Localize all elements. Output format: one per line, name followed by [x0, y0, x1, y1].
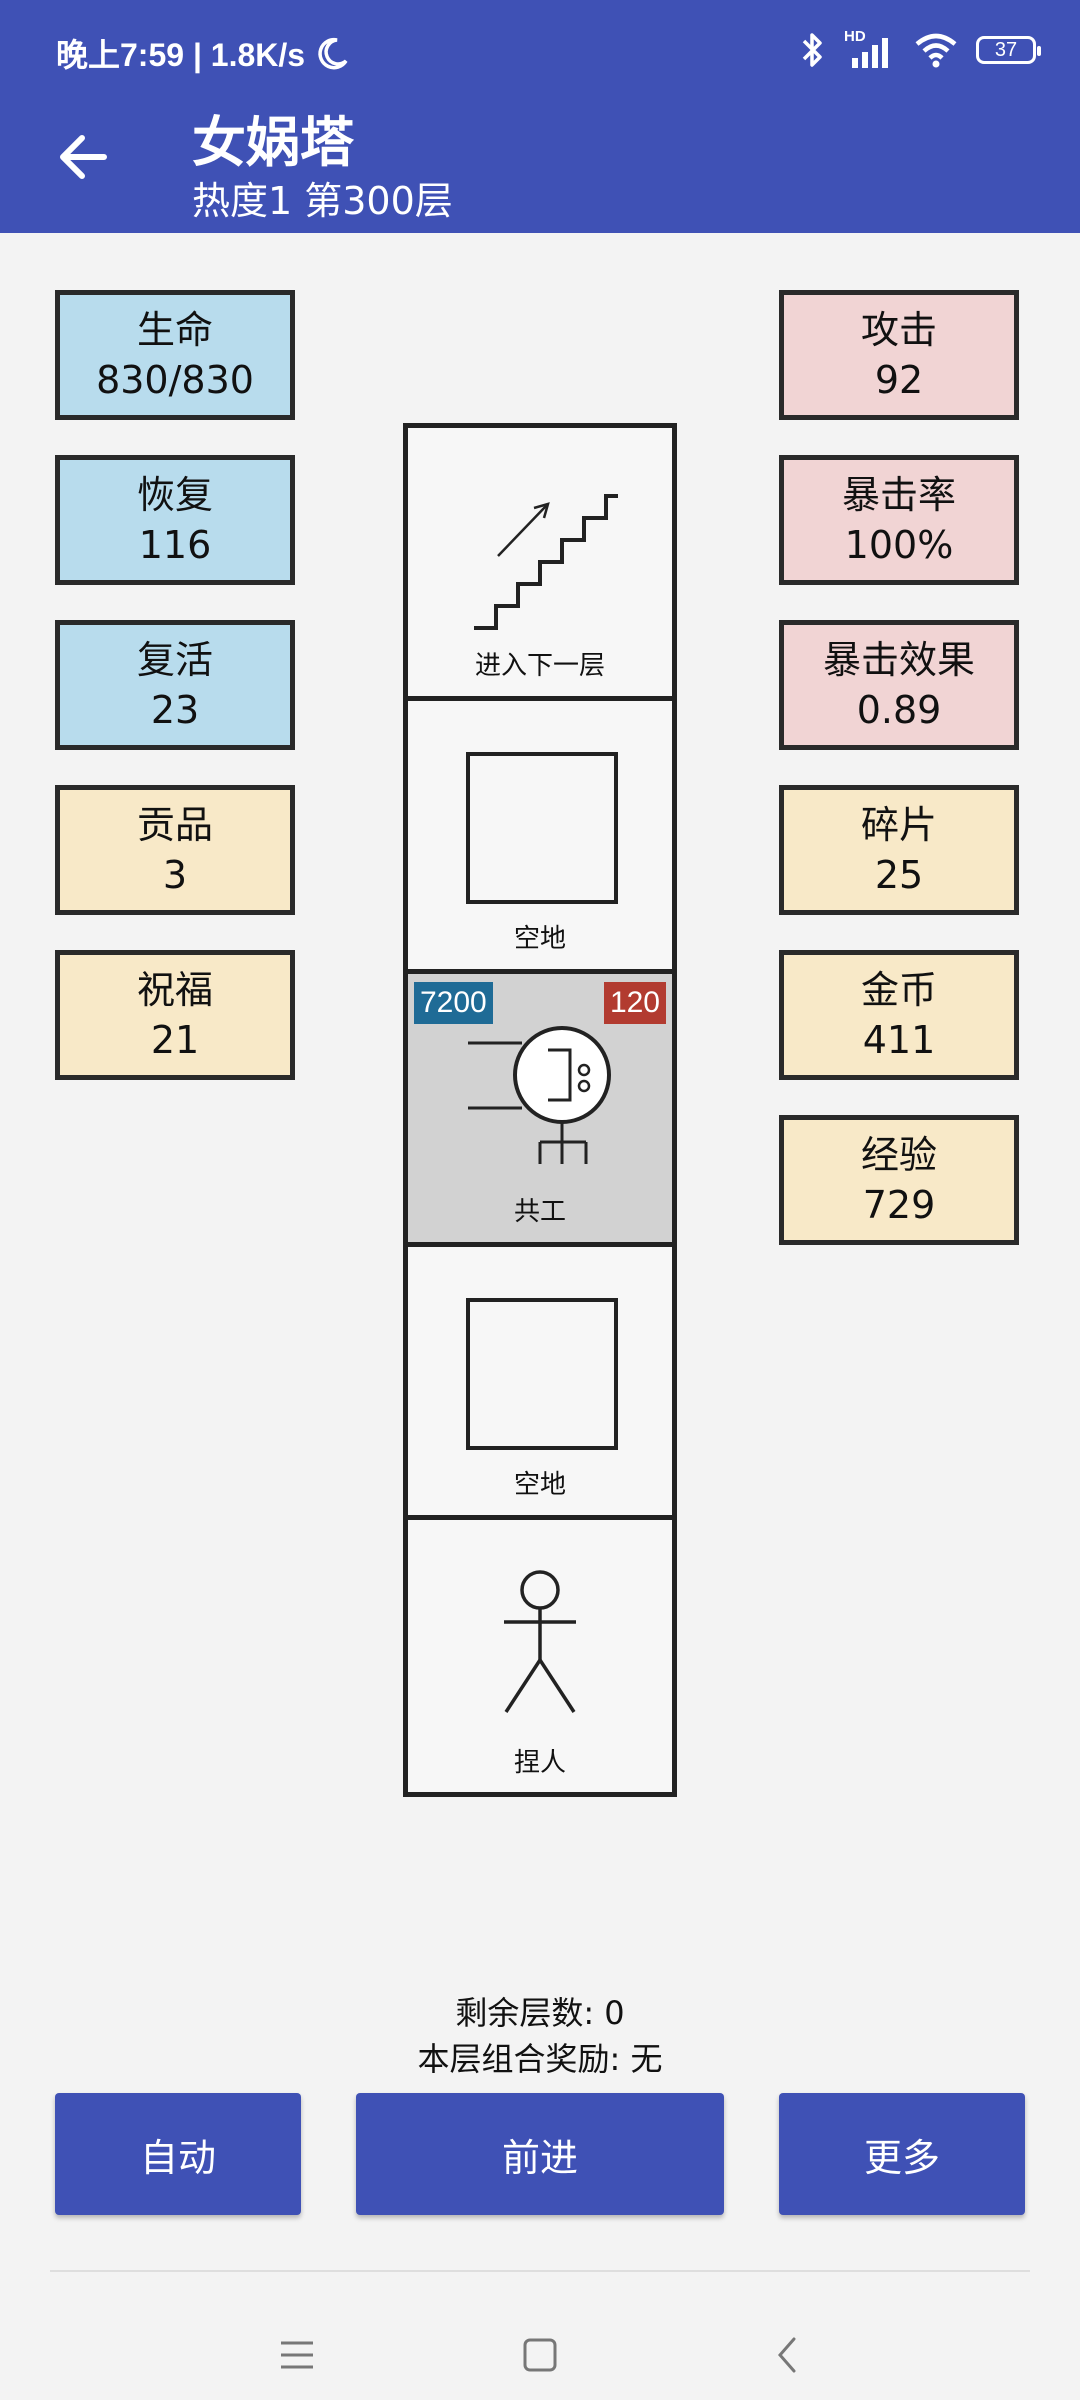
- tower-column: 进入下一层 空地 7200 120 共工 空地: [403, 423, 677, 1797]
- stat-value: 830/830: [96, 358, 254, 402]
- forward-button-label: 前进: [501, 2135, 578, 2180]
- status-time-speed: 晚上7:59 | 1.8K/s: [56, 37, 306, 73]
- page-subtitle: 热度1 第300层: [192, 179, 453, 223]
- auto-button-label: 自动: [139, 2135, 216, 2180]
- enemy-hp-badge: 7200: [414, 982, 493, 1024]
- cell-label: 进入下一层: [474, 651, 605, 681]
- stat-label: 暴击效果: [822, 638, 975, 682]
- monster-icon: [468, 1026, 611, 1164]
- nav-divider: [50, 2270, 1030, 2272]
- page-title: 女娲塔: [192, 111, 354, 174]
- cell-label: 捏人: [513, 1748, 566, 1778]
- moon-icon: [318, 37, 348, 70]
- stat-label: 攻击: [860, 308, 937, 352]
- stat-fragments: 碎片 25: [779, 785, 1019, 915]
- stairs-icon: [474, 494, 618, 630]
- tower-cell-create-person[interactable]: 捏人: [408, 1520, 672, 1793]
- more-button-label: 更多: [863, 2135, 940, 2180]
- stat-label: 金币: [860, 968, 937, 1012]
- stat-value: 411: [862, 1018, 936, 1062]
- remaining-floors: 剩余层数: 0: [455, 1994, 625, 2032]
- stat-value: 23: [150, 688, 200, 732]
- stat-label: 暴击率: [841, 473, 956, 517]
- stat-recovery: 恢复 116: [55, 455, 295, 585]
- stat-revive: 复活 23: [55, 620, 295, 750]
- cell-label: 空地: [513, 924, 566, 954]
- stat-label: 恢复: [136, 473, 213, 517]
- stat-tribute: 贡品 3: [55, 785, 295, 915]
- stat-value: 25: [874, 853, 924, 897]
- stat-label: 复活: [136, 638, 213, 682]
- back-nav-icon[interactable]: [768, 2335, 808, 2375]
- stat-value: 116: [138, 523, 212, 567]
- more-button[interactable]: 更多: [779, 2093, 1025, 2215]
- empty-square-icon: [466, 1298, 618, 1450]
- signal-icon: [852, 38, 888, 68]
- forward-button[interactable]: 前进: [356, 2093, 724, 2215]
- stat-attack: 攻击 92: [779, 290, 1019, 420]
- stat-label: 祝福: [136, 968, 213, 1012]
- empty-square-icon: [466, 752, 618, 904]
- battery-level: 37: [994, 38, 1018, 61]
- stat-value: 100%: [844, 523, 954, 567]
- stat-crit-effect: 暴击效果 0.89: [779, 620, 1019, 750]
- arrow-left-icon: [60, 135, 107, 179]
- auto-button[interactable]: 自动: [55, 2093, 301, 2215]
- enemy-attack-badge: 120: [603, 982, 666, 1024]
- status-bar: 晚上7:59 | 1.8K/s HD: [0, 0, 1080, 100]
- stat-value: 3: [162, 853, 188, 897]
- tower-cell-empty[interactable]: 空地: [408, 701, 672, 974]
- stat-label: 生命: [136, 308, 213, 352]
- stat-value: 21: [150, 1018, 200, 1062]
- stat-value: 729: [862, 1183, 936, 1227]
- back-button[interactable]: [52, 125, 116, 189]
- stat-experience: 经验 729: [779, 1115, 1019, 1245]
- network-type-label: HD: [844, 28, 866, 45]
- stat-label: 贡品: [136, 803, 213, 847]
- combo-reward: 本层组合奖励: 无: [417, 2040, 663, 2078]
- cell-label: 共工: [513, 1197, 566, 1227]
- tower-cell-stairs[interactable]: 进入下一层: [408, 428, 672, 701]
- cell-label: 空地: [513, 1470, 566, 1500]
- stick-figure-icon: [504, 1570, 576, 1713]
- system-nav-bar: [0, 2290, 1080, 2400]
- menu-icon[interactable]: [277, 2335, 317, 2375]
- stat-crit-rate: 暴击率 100%: [779, 455, 1019, 585]
- stat-blessing: 祝福 21: [55, 950, 295, 1080]
- tower-cell-empty[interactable]: 空地: [408, 1247, 672, 1520]
- status-left: 晚上7:59 | 1.8K/s: [56, 30, 351, 76]
- home-icon[interactable]: [520, 2335, 560, 2375]
- stat-label: 碎片: [860, 803, 937, 847]
- stat-label: 经验: [860, 1133, 937, 1177]
- stat-life: 生命 830/830: [55, 290, 295, 420]
- battery-icon: 37: [976, 36, 1041, 64]
- app-bar: 晚上7:59 | 1.8K/s HD: [0, 0, 1080, 233]
- stat-value: 92: [874, 358, 924, 402]
- signal-indicator: HD: [844, 28, 896, 70]
- stat-gold: 金币 411: [779, 950, 1019, 1080]
- bluetooth-icon: [802, 33, 822, 67]
- tower-cell-enemy[interactable]: 7200 120 共工: [408, 974, 672, 1247]
- wifi-icon: [915, 33, 957, 68]
- stat-value: 0.89: [856, 688, 942, 732]
- status-right: HD 37: [800, 28, 1041, 70]
